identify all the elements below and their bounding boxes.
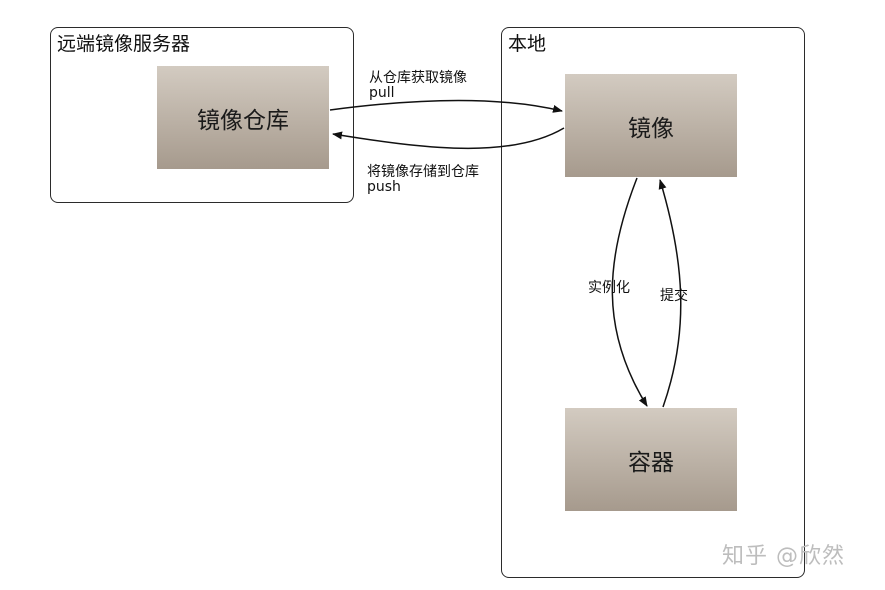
local-group-label: 本地 [508,33,547,55]
pull-edge-label: 从仓库获取镜像 pull [369,71,467,101]
commit-arrow [658,179,682,408]
instantiate-arrow [611,177,648,407]
pull-command-text: pull [369,85,395,101]
watermark: 知乎 @欣然 [722,544,845,569]
image-registry-node: 镜像仓库 [157,66,329,169]
remote-registry-server-group: 远端镜像服务器 [50,27,354,203]
push-edge-label: 将镜像存储到仓库 push [367,165,479,195]
instantiate-edge-label: 实例化 [588,280,630,296]
image-node: 镜像 [565,74,737,177]
local-group: 本地 [501,27,805,578]
push-arrow [332,127,565,150]
push-label-text: 将镜像存储到仓库 [367,164,479,180]
push-command-text: push [367,179,401,195]
commit-edge-label: 提交 [660,288,688,304]
pull-label-text: 从仓库获取镜像 [369,70,467,86]
remote-group-label: 远端镜像服务器 [57,33,191,55]
container-node: 容器 [565,408,737,511]
pull-arrow [329,99,563,113]
